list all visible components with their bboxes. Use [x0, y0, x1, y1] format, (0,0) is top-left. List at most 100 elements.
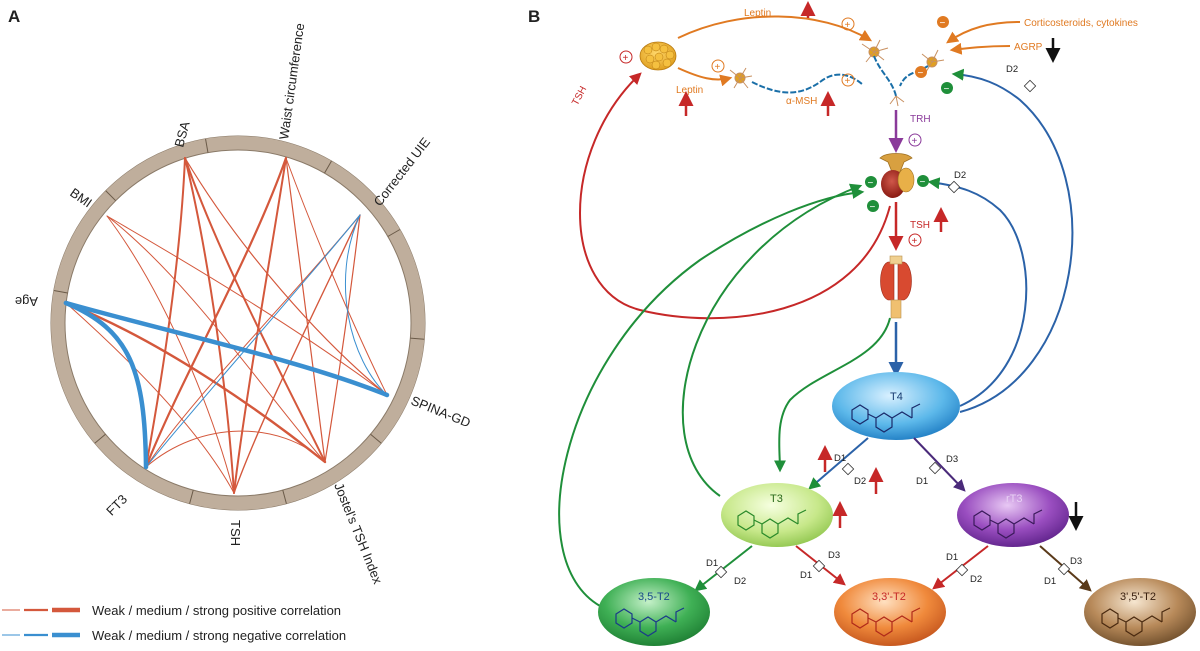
tsh-left-label: TSH	[570, 85, 589, 108]
enz-t3-t2a-d1: D1	[706, 558, 718, 569]
svg-text:−: −	[868, 178, 874, 189]
segment-label-age: Age	[15, 294, 38, 309]
rt3-structure-icon	[973, 509, 1043, 539]
trh-label: TRH	[910, 114, 931, 125]
positive-chords	[64, 156, 388, 494]
t4-t3-arrow	[808, 437, 869, 490]
chord-ring-fill	[51, 136, 425, 510]
t2-35-label: 3,5-T2	[638, 591, 670, 603]
segment-label-bmi: BMI	[67, 185, 95, 211]
ring-divider-4	[387, 229, 401, 237]
enz-t4-rt3-d3: D3	[946, 454, 958, 465]
tsh-pit-label: TSH	[910, 220, 930, 231]
enz-d2-hypo: D2	[1006, 64, 1018, 75]
pituitary-icon	[879, 153, 915, 198]
panel-a-letter: A	[8, 7, 20, 26]
agrp-arrow	[949, 42, 1011, 55]
chord-age-spina	[63, 300, 390, 398]
ring-divider-5	[410, 337, 425, 340]
t3-t2a-arrow	[694, 545, 753, 592]
terminal-icon	[889, 95, 905, 107]
t4-rt3-arrow	[913, 437, 966, 492]
t3-label: T3	[770, 493, 783, 505]
svg-text:+: +	[845, 76, 851, 87]
chord-bmi-jostel	[106, 215, 326, 463]
thyroid-t3-arrow	[773, 317, 891, 473]
chord-waist-jostel	[285, 157, 326, 463]
segment-label-jostel: Jostel's TSH Index	[331, 481, 385, 587]
chord-uie-spina-neg	[344, 214, 388, 396]
chord-age-jostel	[64, 301, 327, 464]
chord-bsa-tsh	[184, 157, 235, 494]
t2-3p5p-structure-icon	[1101, 607, 1171, 637]
svg-text:−: −	[940, 18, 946, 29]
chord-waist-ft3	[144, 156, 288, 469]
t3-molecule	[721, 483, 833, 547]
enz-rt3-t2c-d1: D1	[1044, 576, 1056, 587]
segment-label-tsh: TSH	[228, 520, 243, 546]
t2-33-molecule	[834, 578, 946, 646]
t3-pituitary-loop	[681, 183, 863, 497]
t2-pituitary-loop	[558, 186, 865, 607]
leptin-top-arrow	[677, 15, 873, 42]
chord-age-tsh	[65, 302, 235, 494]
trh-neuron-icon	[861, 39, 889, 63]
agrp-neuron-icon	[921, 49, 945, 73]
enz-t4-t3-d2: D2	[854, 476, 866, 487]
enz-t4-rt3-d1: D1	[916, 476, 928, 487]
svg-text:−: −	[944, 84, 950, 95]
segment-label-uie: Corrected UIE	[371, 134, 434, 208]
svg-text:+: +	[715, 62, 721, 73]
trh-axon	[873, 55, 897, 97]
chord-ft3-jostel	[145, 430, 326, 468]
chord-bmi-spina	[106, 215, 388, 396]
svg-text:−: −	[920, 177, 926, 188]
chord-bsa-jostel	[184, 157, 326, 463]
segment-label-bsa: BSA	[171, 119, 192, 148]
enz-t4-t3-d1: D1	[834, 453, 846, 464]
legend-negative: Weak / medium / strong negative correlat…	[92, 628, 346, 643]
svg-text:+: +	[912, 136, 918, 147]
chord-age-ft3	[63, 300, 149, 470]
svg-text:−: −	[918, 68, 924, 79]
pomc-axon	[751, 73, 863, 94]
chord-uie-tsh	[233, 214, 361, 494]
legend: Weak / medium / strong positive correlat…	[2, 603, 346, 643]
t2-33-label: 3,3'-T2	[872, 591, 906, 603]
ring-divider-1	[105, 190, 117, 202]
enz-rt3-t2b-d2: D2	[970, 574, 982, 585]
segment-label-waist: Waist circumference	[276, 22, 307, 140]
rt3-label: rT3	[1006, 493, 1023, 505]
leptin-low-label: Leptin	[676, 85, 703, 96]
enz-t3-t2a-d2: D2	[734, 576, 746, 587]
enz-t3-t2b-d3: D3	[828, 550, 840, 561]
ring-divider-6	[370, 433, 382, 444]
chord-ring-inner	[64, 149, 412, 497]
chord-diagram: Age BMI BSA Waist circumference Correcte…	[15, 22, 473, 586]
chord-bmi-tsh	[106, 215, 235, 494]
t3-structure-icon	[737, 509, 807, 539]
ring-divider-8	[189, 489, 194, 504]
ring-ticks	[53, 138, 425, 504]
enz-rt3-t2b-d1: D1	[946, 552, 958, 563]
agrp-label: AGRP	[1014, 42, 1043, 53]
ring-divider-0	[53, 290, 68, 294]
leptin-low-arrow	[677, 67, 733, 87]
enz-rt3-t2c-d3: D3	[1070, 556, 1082, 567]
chord-bsa-ft3	[145, 157, 186, 468]
panel-b-letter: B	[528, 7, 540, 26]
corticosteroids-label: Corticosteroids, cytokines	[1024, 18, 1138, 29]
negative-chords	[63, 214, 390, 470]
enz-t3-t2b-d1: D1	[800, 570, 812, 581]
thyroid-icon	[880, 255, 912, 319]
amsh-label: α-MSH	[786, 96, 817, 107]
chord-uie-ft3-neg	[145, 214, 361, 468]
chord-bsa-spina	[184, 157, 388, 396]
svg-text:+: +	[912, 236, 918, 247]
segment-label-spina: SPINA-GD	[409, 393, 473, 430]
cortico-arrow	[946, 21, 1021, 44]
t2-3p5p-molecule	[1084, 578, 1196, 646]
t2-35-structure-icon	[615, 607, 685, 637]
chord-uie-jostel	[324, 214, 361, 463]
